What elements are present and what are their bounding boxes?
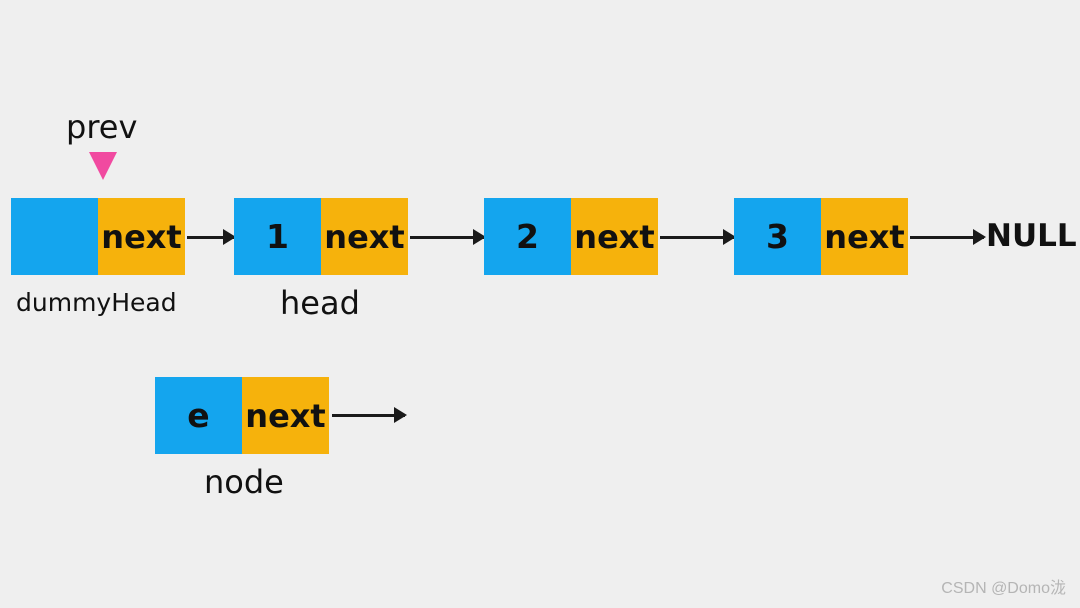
null-terminal: NULL bbox=[986, 218, 1077, 254]
node-next: next bbox=[821, 198, 908, 275]
node-new: e next bbox=[155, 377, 329, 454]
node-next: next bbox=[571, 198, 658, 275]
arrow-icon bbox=[332, 407, 407, 423]
node-dummy-head: next bbox=[11, 198, 185, 275]
node-next: next bbox=[98, 198, 185, 275]
arrow-icon bbox=[187, 229, 236, 245]
node-value: e bbox=[155, 377, 242, 454]
prev-pointer-label: prev bbox=[66, 108, 138, 146]
node-value bbox=[11, 198, 98, 275]
watermark: CSDN @Domo泷 bbox=[941, 580, 1066, 597]
node-value: 2 bbox=[484, 198, 571, 275]
node-label-head: head bbox=[280, 284, 360, 322]
arrow-icon bbox=[910, 229, 986, 245]
arrow-icon bbox=[410, 229, 486, 245]
node-next: next bbox=[242, 377, 329, 454]
arrow-icon bbox=[660, 229, 736, 245]
node-value: 1 bbox=[234, 198, 321, 275]
node-label-dummy-head: dummyHead bbox=[16, 288, 177, 317]
node-3: 3 next bbox=[734, 198, 908, 275]
node-next: next bbox=[321, 198, 408, 275]
node-1: 1 next bbox=[234, 198, 408, 275]
prev-pointer-icon bbox=[89, 152, 117, 180]
node-label-node: node bbox=[204, 463, 284, 501]
node-value: 3 bbox=[734, 198, 821, 275]
node-2: 2 next bbox=[484, 198, 658, 275]
